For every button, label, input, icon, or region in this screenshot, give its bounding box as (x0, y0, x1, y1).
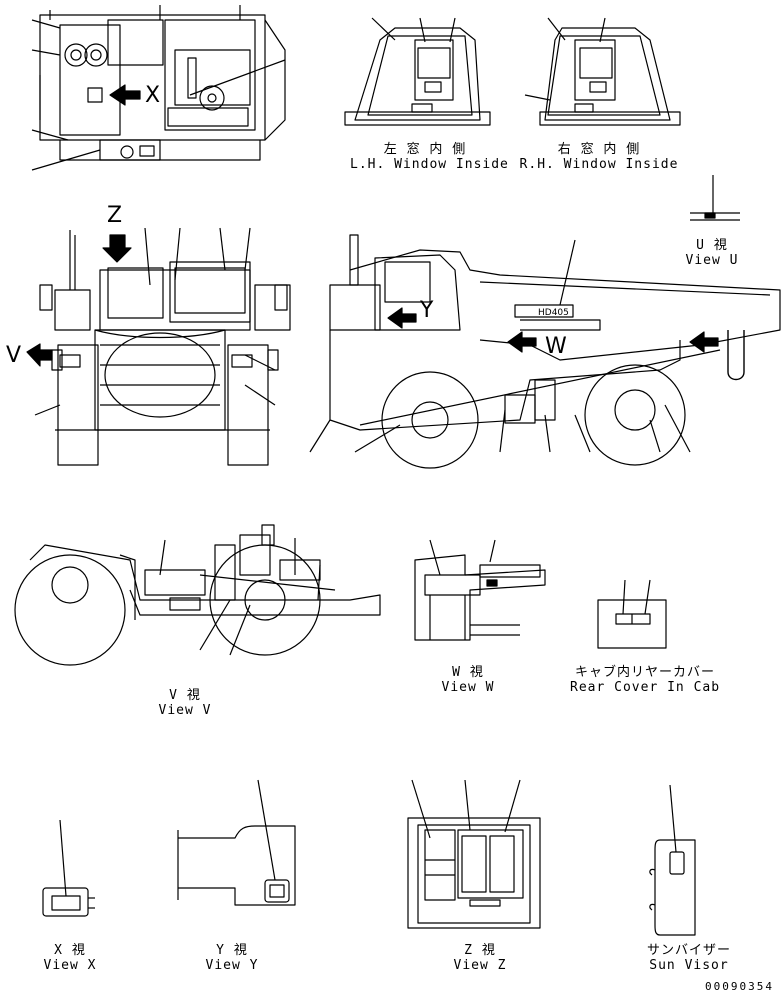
lh-window-diagram (344, 17, 491, 126)
lh-window-label-en: L.H. Window Inside (350, 157, 509, 172)
view-z-label: Z 視 View Z (440, 943, 520, 973)
rear-cover-label: キャブ内リヤーカバー Rear Cover In Cab (570, 665, 720, 695)
view-y-label-en: View Y (205, 958, 259, 973)
rh-window-label-en: R.H. Window Inside (519, 157, 679, 172)
view-x-label: X 視 View X (30, 943, 110, 973)
rh-window-label-jp: 右 窓 内 側 (557, 142, 641, 157)
view-y-label: Y 視 View Y (192, 943, 272, 973)
view-y-label-jp: Y 視 (216, 943, 248, 958)
view-x-label-en: View X (43, 958, 97, 973)
view-w-label: W 視 View W (428, 665, 508, 695)
rh-window-label: 右 窓 内 側 R.H. Window Inside (518, 142, 680, 172)
view-u-label-jp: U 視 (696, 238, 728, 253)
truck-front-view (26, 227, 291, 466)
rear-cover-diagram (597, 579, 667, 649)
view-v-label: V 視 View V (145, 688, 225, 718)
rear-cover-label-en: Rear Cover In Cab (570, 680, 721, 695)
view-z-label-jp: Z 視 (464, 943, 496, 958)
view-v-diagram (14, 524, 381, 666)
rh-window-diagram (524, 17, 681, 126)
sun-visor-diagram (649, 784, 696, 936)
view-x-label-jp: X 視 (54, 943, 86, 958)
view-v-label-en: View V (158, 703, 212, 718)
lh-window-label-jp: 左 窓 内 側 (383, 142, 467, 157)
view-u-detail (690, 175, 740, 221)
view-w-diagram (414, 539, 546, 641)
view-w-label-jp: W 視 (452, 665, 484, 680)
cab-top-view (31, 5, 286, 171)
marker-x: X (145, 83, 161, 108)
marker-z: Z (107, 203, 123, 228)
sun-visor-label-en: Sun Visor (649, 958, 729, 973)
document-number: 00090354 (705, 980, 774, 993)
truck-badge: HD405 (538, 308, 569, 318)
view-z-diagram (407, 779, 541, 929)
marker-v: V (6, 343, 22, 368)
sun-visor-label: サンバイザー Sun Visor (636, 943, 742, 973)
view-u-label: U 視 View U (676, 238, 748, 268)
view-x-diagram (42, 819, 95, 917)
view-v-label-jp: V 視 (169, 688, 201, 703)
view-y-diagram (177, 779, 296, 906)
view-z-label-en: View Z (453, 958, 507, 973)
lh-window-label: 左 窓 内 側 L.H. Window Inside (350, 142, 509, 172)
marker-y: Y (420, 298, 434, 323)
truck-side-view: HD405 (309, 234, 781, 469)
sun-visor-label-jp: サンバイザー (646, 943, 731, 958)
view-w-label-en: View W (441, 680, 495, 695)
marker-w: W (545, 334, 567, 359)
view-u-label-en: View U (685, 253, 739, 268)
rear-cover-label-jp: キャブ内リヤーカバー (574, 665, 715, 680)
